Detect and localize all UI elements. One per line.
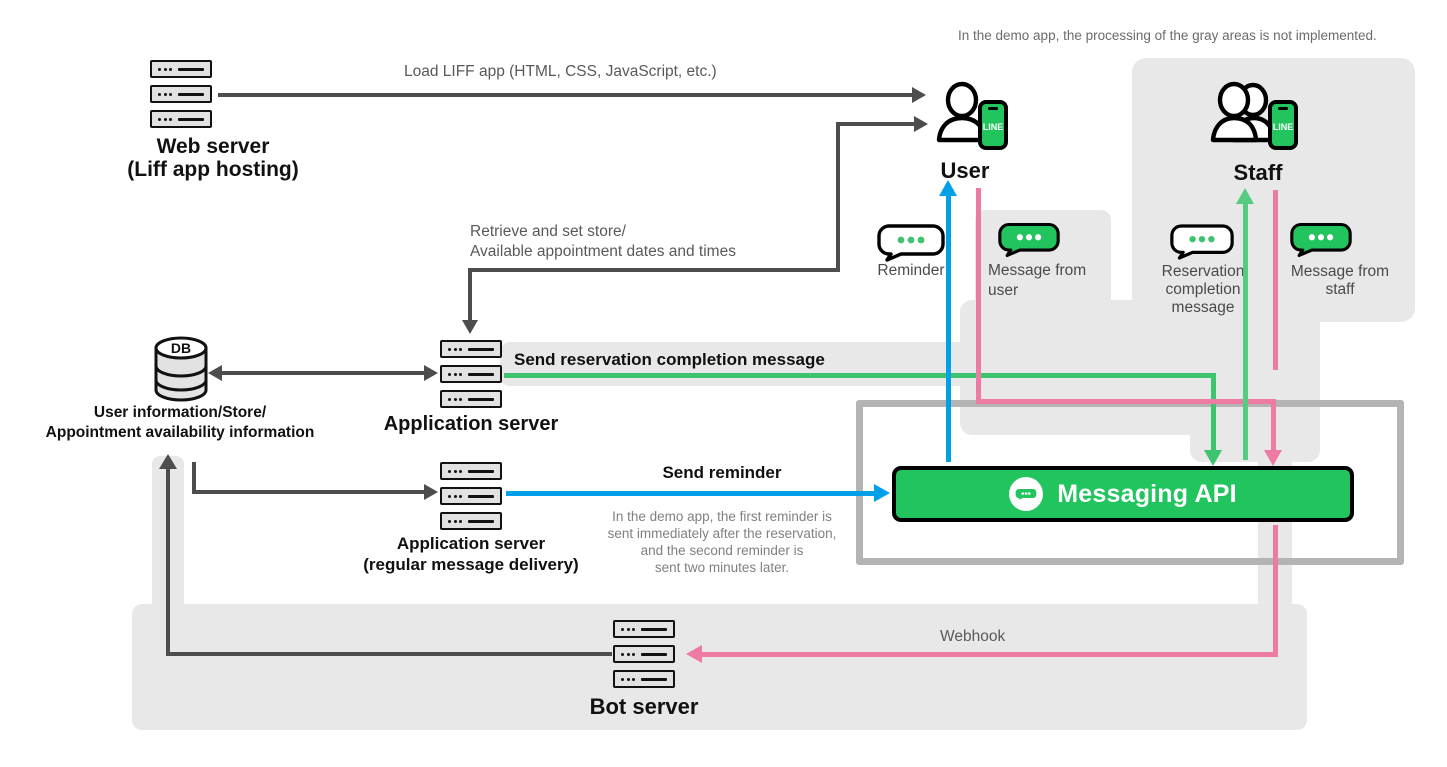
edge-send-reminder-label: Send reminder	[662, 463, 782, 482]
reminder-bubble-icon	[877, 222, 945, 269]
user-line-icon: LINE	[930, 80, 1008, 155]
web-server-label-line1: Web server	[156, 135, 270, 158]
edge-message-from-user-line-down	[1271, 399, 1276, 454]
message-from-staff-label-line1: Message from	[1290, 263, 1390, 280]
messaging-api-box[interactable]: Messaging API	[892, 466, 1354, 522]
edge-bot-to-appserver-arrowhead-up	[159, 454, 177, 469]
message-from-user-label-line1: Message from	[988, 262, 1087, 279]
svg-text:LINE: LINE	[983, 122, 1004, 132]
edge-send-reminder-note-line4: sent two minutes later.	[654, 560, 790, 575]
edge-retrieve-arrowhead-appserver	[462, 320, 478, 334]
edge-message-from-staff-line	[1273, 190, 1278, 370]
edge-bot-to-appserver-line-bottom	[166, 652, 612, 656]
web-server-icon	[150, 60, 212, 128]
message-bubble-icon	[1009, 477, 1044, 511]
bot-server-label: Bot server	[589, 694, 699, 719]
database-label-line2: Appointment availability information	[45, 424, 315, 441]
edge-send-reminder-note-line1: In the demo app, the first reminder is	[612, 509, 832, 524]
bot-server-icon	[613, 620, 675, 688]
edge-webhook-line-vertical	[1273, 525, 1278, 656]
edge-retrieve-line-horizontal-2	[468, 268, 840, 272]
application-server-regular-label-line2: (regular message delivery)	[363, 555, 579, 574]
grey-area-user-channel	[960, 300, 1225, 435]
edge-db-appserver-arrowhead-left	[208, 365, 222, 381]
reservation-completion-bubble-icon	[1170, 222, 1234, 267]
edge-bot-to-appserver-line-vertical	[166, 464, 170, 654]
edge-load-liff-label: Load LIFF app (HTML, CSS, JavaScript, et…	[404, 63, 717, 80]
edge-reminder-arrowhead	[939, 180, 957, 196]
edge-reservation-to-staff-line	[1243, 198, 1248, 460]
grey-area-bot-server	[132, 604, 1307, 730]
edge-send-reminder-arrowhead	[874, 484, 890, 502]
edge-retrieve-label-line1: Retrieve and set store/	[470, 223, 626, 240]
reservation-completion-label-line1: Reservation	[1161, 263, 1245, 280]
edge-send-reminder-note-line3: and the second reminder is	[640, 543, 804, 558]
top-note: In the demo app, the processing of the g…	[958, 28, 1377, 43]
edge-send-reminder-note-line2: sent immediately after the reservation,	[607, 526, 837, 541]
user-label: User	[940, 158, 990, 183]
edge-message-from-user-line-vertical	[976, 188, 981, 404]
edge-message-from-user-arrowhead	[1264, 450, 1282, 466]
web-server-label-line2: (Liff app hosting)	[127, 158, 299, 181]
edge-send-reservation-arrowhead	[1204, 450, 1222, 466]
edge-retrieve-line-vertical-right	[836, 122, 840, 272]
svg-text:LINE: LINE	[1273, 122, 1294, 132]
svg-text:DB: DB	[171, 340, 191, 356]
edge-db-appserver-line	[222, 371, 430, 375]
message-from-staff-label-line2: staff	[1325, 281, 1355, 298]
message-from-user-bubble-icon	[998, 220, 1060, 265]
staff-label: Staff	[1233, 160, 1283, 185]
reminder-label: Reminder	[877, 262, 945, 279]
edge-send-reservation-label: Send reservation completion message	[514, 350, 825, 369]
staff-line-icon: LINE	[1208, 80, 1300, 155]
database-label-line1: User information/Store/	[93, 404, 267, 421]
edge-retrieve-label-line2: Available appointment dates and times	[470, 243, 736, 260]
edge-webhook-line-horizontal	[700, 652, 1278, 657]
edge-retrieve-arrowhead-user	[914, 116, 928, 132]
edge-appserver-feed-line-horizontal	[192, 490, 428, 494]
application-server-regular-label-line1: Application server	[396, 534, 546, 553]
edge-appserver-feed-arrowhead	[424, 484, 438, 500]
application-server-icon	[440, 340, 502, 408]
edge-send-reservation-line-horizontal	[504, 373, 1216, 378]
edge-webhook-arrowhead	[686, 645, 702, 663]
edge-retrieve-line-horizontal	[836, 122, 920, 126]
message-from-user-label-line2: user	[988, 282, 1019, 299]
edge-send-reservation-line-vertical	[1211, 373, 1216, 453]
reservation-completion-label-line2: completion	[1165, 281, 1241, 298]
messaging-api-label: Messaging API	[1057, 479, 1237, 508]
edge-webhook-label: Webhook	[940, 628, 1006, 645]
reservation-completion-label-line3: message	[1171, 299, 1235, 316]
database-icon: DB	[152, 336, 210, 402]
edge-retrieve-line-vertical-down	[468, 268, 472, 322]
edge-reminder-line	[946, 190, 951, 462]
edge-message-from-user-line-horizontal	[976, 399, 1276, 404]
edge-send-reminder-line	[506, 491, 878, 496]
message-from-staff-bubble-icon	[1290, 220, 1352, 265]
application-server-label: Application server	[383, 413, 559, 435]
edge-load-liff-line	[218, 93, 918, 97]
application-server-regular-icon	[440, 462, 502, 530]
edge-load-liff-arrowhead	[912, 87, 926, 103]
edge-reservation-to-staff-arrowhead	[1236, 188, 1254, 204]
edge-db-appserver-arrowhead-right	[424, 365, 438, 381]
edge-appserver-feed-line-vertical	[192, 462, 196, 492]
